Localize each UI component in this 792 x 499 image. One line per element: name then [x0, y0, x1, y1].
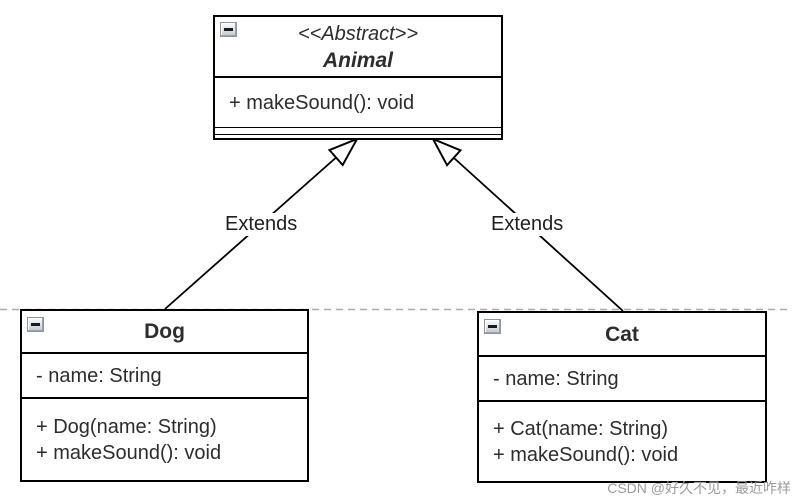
method-item: + Dog(name: String)	[36, 415, 217, 438]
method-item: + makeSound(): void	[229, 91, 415, 114]
method-item: + Cat(name: String)	[493, 417, 669, 440]
edge-label-extends-right[interactable]: Extends	[488, 213, 567, 236]
collapse-icon[interactable]	[220, 22, 237, 37]
minus-icon	[31, 323, 40, 326]
methods-compartment-dog: + Dog(name: String) + makeSound(): void	[22, 397, 307, 480]
attributes-compartment-cat: - name: String	[479, 355, 765, 400]
methods-compartment-cat: + Cat(name: String) + makeSound(): void	[479, 400, 765, 481]
class-box-animal[interactable]: <<Abstract>> Animal + makeSound(): void	[213, 15, 503, 140]
minus-icon	[488, 325, 497, 328]
class-header-cat: Cat	[479, 313, 765, 355]
method-item: + makeSound(): void	[36, 441, 222, 464]
empty-compartment	[215, 127, 501, 134]
collapse-icon[interactable]	[27, 317, 44, 332]
class-name-dog: Dog	[144, 320, 185, 343]
attribute-item: - name: String	[36, 364, 162, 387]
class-name-animal: Animal	[322, 49, 393, 72]
edge-label-extends-left[interactable]: Extends	[222, 213, 301, 236]
attribute-item: - name: String	[493, 367, 619, 390]
attributes-compartment-dog: - name: String	[22, 352, 307, 397]
method-item: + makeSound(): void	[493, 443, 679, 466]
methods-compartment-animal: + makeSound(): void	[215, 76, 501, 127]
class-header-dog: Dog	[22, 311, 307, 352]
watermark-text: CSDN @好久不见，最近咋样	[607, 480, 791, 496]
class-name-cat: Cat	[605, 322, 639, 346]
class-header-animal: <<Abstract>> Animal	[215, 17, 501, 76]
class-stereotype: <<Abstract>>	[297, 23, 419, 45]
minus-icon	[224, 28, 233, 31]
collapse-icon[interactable]	[484, 319, 501, 334]
class-box-cat[interactable]: Cat - name: String + Cat(name: String) +…	[477, 311, 767, 483]
class-box-dog[interactable]: Dog - name: String + Dog(name: String) +…	[20, 309, 309, 482]
empty-compartment	[215, 134, 501, 140]
